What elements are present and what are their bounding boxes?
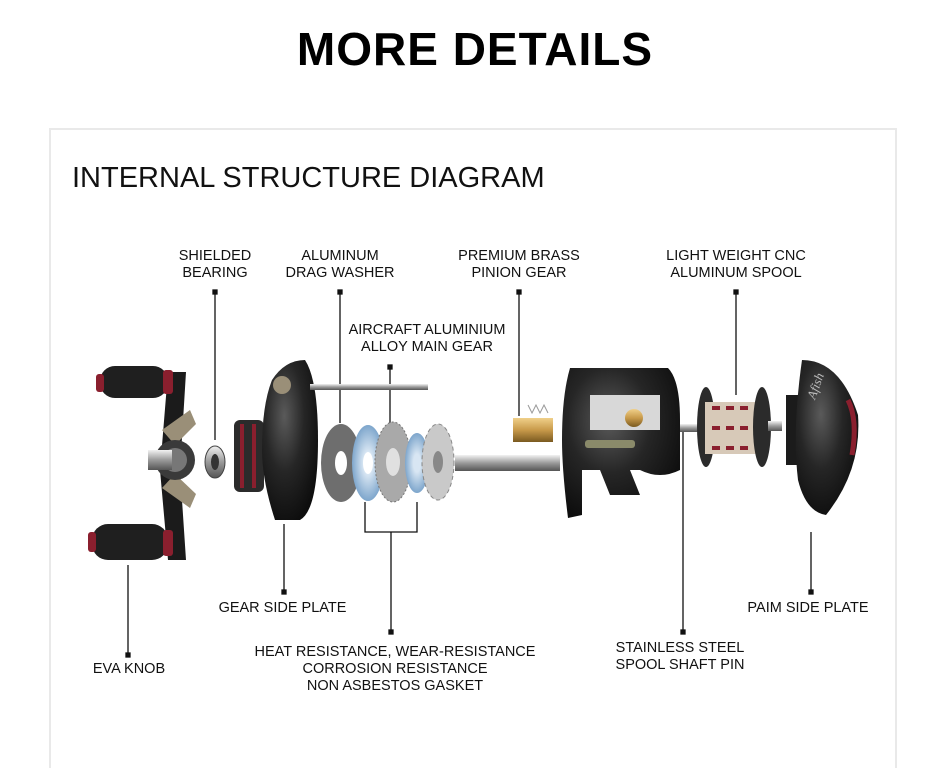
pinion-gear-and-shaft	[455, 403, 560, 471]
cnc-aluminum-spool	[680, 387, 782, 467]
eva-knob-lower	[92, 524, 168, 560]
page-title: MORE DETAILS	[296, 23, 654, 75]
diagram-title: INTERNAL STRUCTURE DIAGRAM	[72, 162, 545, 194]
label-eva-knob: EVA KNOB	[92, 661, 166, 677]
shielded-bearing	[204, 445, 226, 479]
label-gear-side-plate: GEAR SIDE PLATE	[218, 600, 347, 616]
reel-frame	[562, 368, 680, 518]
palm-side-plate: Afish	[786, 360, 859, 515]
gasket-and-main-gear	[352, 421, 455, 503]
eva-knob-upper	[100, 366, 168, 398]
diagram-panel	[49, 128, 897, 768]
label-palm-side-plate: PAIM SIDE PLATE	[747, 600, 869, 616]
gear-side-plate	[234, 360, 428, 520]
handle-assembly	[88, 366, 196, 560]
leader-lines	[125, 289, 814, 658]
aluminum-drag-washer	[321, 424, 361, 502]
